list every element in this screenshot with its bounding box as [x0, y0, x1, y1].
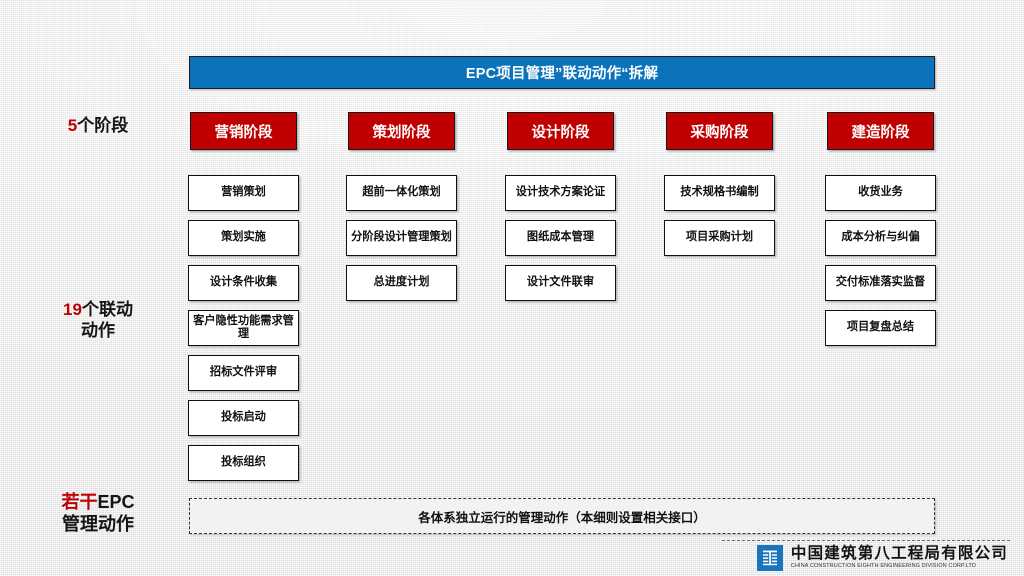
stage-item-list: 营销策划 策划实施 设计条件收集 客户隐性功能需求管理 招标文件评审 投标启动 …	[188, 175, 299, 490]
stage-column-planning: 策划阶段 超前一体化策划 分阶段设计管理策划 总进度计划	[346, 112, 457, 301]
slide-footer: 中国建筑第八工程局有限公司 CHINA CONSTRUCTION EIGHTH …	[0, 540, 1024, 576]
stage-header[interactable]: 营销阶段	[190, 112, 297, 150]
list-item[interactable]: 客户隐性功能需求管理	[188, 310, 299, 346]
list-item[interactable]: 设计技术方案论证	[505, 175, 616, 211]
stage-column-construction: 建造阶段 收货业务 成本分析与纠偏 交付标准落实监督 项目复盘总结	[825, 112, 936, 346]
cscec-logo-icon	[756, 545, 783, 571]
company-logo: 中国建筑第八工程局有限公司 CHINA CONSTRUCTION EIGHTH …	[756, 544, 1008, 571]
side-label-actions-line2: 动作	[81, 320, 115, 340]
slide-title-text: EPC项目管理”联动动作“拆解	[465, 66, 659, 82]
list-item[interactable]: 分阶段设计管理策划	[346, 220, 457, 256]
side-label-epc-text: EPC	[97, 492, 135, 512]
bottom-note-text: 各体系独立运行的管理动作（本细则设置相关接口）	[418, 510, 706, 525]
list-item[interactable]: 设计文件联审	[505, 265, 616, 301]
stage-column-design: 设计阶段 设计技术方案论证 图纸成本管理 设计文件联审	[505, 112, 616, 301]
side-label-epc-number: 若干	[61, 492, 98, 512]
side-label-actions-text: 个联动	[81, 300, 133, 319]
stage-column-marketing: 营销阶段 营销策划 策划实施 设计条件收集 客户隐性功能需求管理 招标文件评审 …	[188, 112, 299, 481]
list-item[interactable]: 技术规格书编制	[664, 175, 775, 211]
stage-item-list: 技术规格书编制 项目采购计划	[664, 175, 775, 265]
slide-title-banner: EPC项目管理”联动动作“拆解	[189, 56, 935, 89]
side-label-actions-number: 19	[63, 300, 82, 319]
side-label-epc-line1: 若干EPC	[18, 492, 178, 514]
list-item[interactable]: 图纸成本管理	[505, 220, 616, 256]
stage-header[interactable]: 策划阶段	[348, 112, 455, 150]
list-item[interactable]: 超前一体化策划	[346, 175, 457, 211]
list-item[interactable]: 招标文件评审	[188, 355, 299, 391]
side-label-actions: 19个联动 动作	[18, 300, 178, 341]
bottom-note-box: 各体系独立运行的管理动作（本细则设置相关接口）	[189, 498, 935, 534]
stage-header[interactable]: 建造阶段	[827, 112, 934, 150]
company-name-block: 中国建筑第八工程局有限公司 CHINA CONSTRUCTION EIGHTH …	[790, 544, 1008, 570]
side-label-stages: 5个阶段	[18, 116, 178, 137]
list-item[interactable]: 设计条件收集	[188, 265, 299, 301]
list-item[interactable]: 交付标准落实监督	[825, 265, 936, 301]
footer-divider	[722, 540, 1010, 541]
stage-item-list: 超前一体化策划 分阶段设计管理策划 总进度计划	[346, 175, 457, 310]
stage-header[interactable]: 采购阶段	[666, 112, 773, 150]
side-label-actions-line1: 19个联动	[18, 300, 178, 321]
company-name-cn: 中国建筑第八工程局有限公司	[790, 544, 1008, 562]
side-label-stages-text: 个阶段	[77, 116, 129, 135]
company-name-en: CHINA CONSTRUCTION EIGHTH ENGINEERING DI…	[790, 563, 977, 570]
list-item[interactable]: 策划实施	[188, 220, 299, 256]
list-item[interactable]: 项目采购计划	[664, 220, 775, 256]
list-item[interactable]: 成本分析与纠偏	[825, 220, 936, 256]
stage-header[interactable]: 设计阶段	[507, 112, 614, 150]
side-label-stages-number: 5	[67, 116, 78, 135]
side-label-epc: 若干EPC 管理动作	[18, 492, 178, 536]
list-item[interactable]: 项目复盘总结	[825, 310, 936, 346]
list-item[interactable]: 投标启动	[188, 400, 299, 436]
stage-item-list: 收货业务 成本分析与纠偏 交付标准落实监督 项目复盘总结	[825, 175, 936, 355]
list-item[interactable]: 总进度计划	[346, 265, 457, 301]
list-item[interactable]: 营销策划	[188, 175, 299, 211]
stage-item-list: 设计技术方案论证 图纸成本管理 设计文件联审	[505, 175, 616, 310]
list-item[interactable]: 投标组织	[188, 445, 299, 481]
side-label-epc-line2: 管理动作	[62, 513, 134, 534]
list-item[interactable]: 收货业务	[825, 175, 936, 211]
stage-column-procurement: 采购阶段 技术规格书编制 项目采购计划	[664, 112, 775, 256]
